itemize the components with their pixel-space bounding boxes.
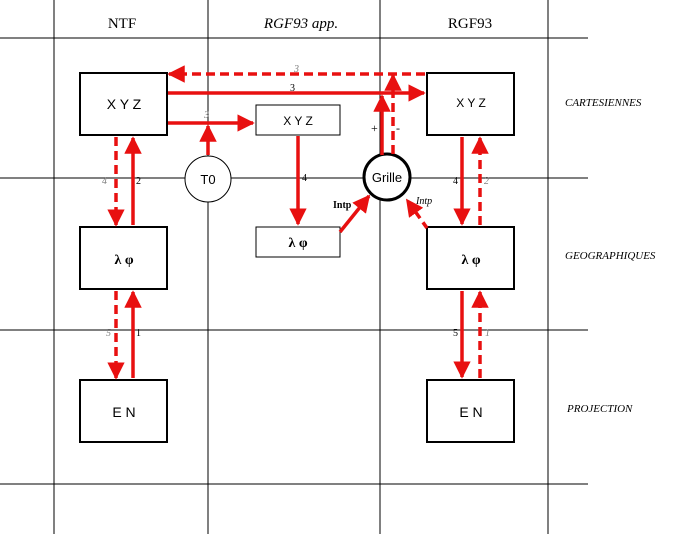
- label-rgf93-geo-down-5: 5: [453, 328, 458, 339]
- label-plus: +: [371, 121, 378, 135]
- label-rgf93-xyz-down-4: 4: [453, 176, 458, 187]
- ntf-lambda-phi-label: λ φ: [114, 253, 133, 268]
- row-label-projection: PROJECTION: [566, 403, 633, 415]
- label-to-t0-3: 3: [203, 110, 209, 121]
- label-rgf93-geo-up-1: 1: [485, 328, 490, 339]
- column-header-rgf93-app: RGF93 app.: [263, 16, 338, 32]
- ntf-en-box: [79, 379, 168, 443]
- ntf-xyz-box: [79, 72, 168, 136]
- label-minus: -: [396, 121, 400, 135]
- row-label-cartesiennes: CARTESIENNES: [565, 97, 642, 109]
- ntf-en-label: E N: [112, 404, 135, 420]
- ntf-lambda-phi-box: [79, 226, 168, 290]
- label-top-dashed-3: 3: [293, 64, 299, 75]
- label-ntf-xyz-up-2: 2: [136, 176, 141, 187]
- label-rgf93-xyz-up-2: 2: [484, 176, 489, 187]
- app-xyz-label: X Y Z: [283, 114, 313, 128]
- app-lambda-phi-box: [255, 226, 341, 258]
- label-ntf-geo-down-5: 5: [106, 328, 111, 339]
- grid: [0, 0, 588, 534]
- t0-label: T0: [200, 172, 215, 187]
- column-header-ntf: NTF: [108, 16, 136, 32]
- rgf93-en-box: [426, 379, 515, 443]
- ntf-xyz-label: X Y Z: [107, 96, 142, 112]
- rgf93-lambda-phi-box: [426, 226, 515, 290]
- grille-node: [362, 152, 412, 202]
- rgf93-lambda-phi-label: λ φ: [461, 253, 480, 268]
- arrow-app-geo-to-grille: [338, 194, 371, 234]
- label-intp-right: Intp: [415, 196, 432, 207]
- label-top-solid-3: 3: [290, 83, 295, 94]
- arrow-rgf93-geo-to-grille-dashed: [405, 198, 429, 230]
- label-intp-left: Intp: [333, 200, 352, 211]
- rgf93-xyz-box: [426, 72, 515, 136]
- rgf93-en-label: E N: [459, 404, 482, 420]
- column-header-rgf93: RGF93: [448, 16, 492, 32]
- t0-node: [184, 155, 232, 203]
- app-xyz-box: [255, 104, 341, 136]
- grille-label: Grille: [372, 170, 402, 185]
- label-ntf-xyz-down-4: 4: [102, 176, 107, 187]
- rgf93-xyz-label: X Y Z: [456, 96, 486, 110]
- app-lambda-phi-label: λ φ: [288, 236, 307, 251]
- row-label-geographiques: GEOGRAPHIQUES: [565, 250, 656, 262]
- label-app-down-4: 4: [302, 173, 307, 184]
- label-ntf-geo-up-1: 1: [136, 328, 141, 339]
